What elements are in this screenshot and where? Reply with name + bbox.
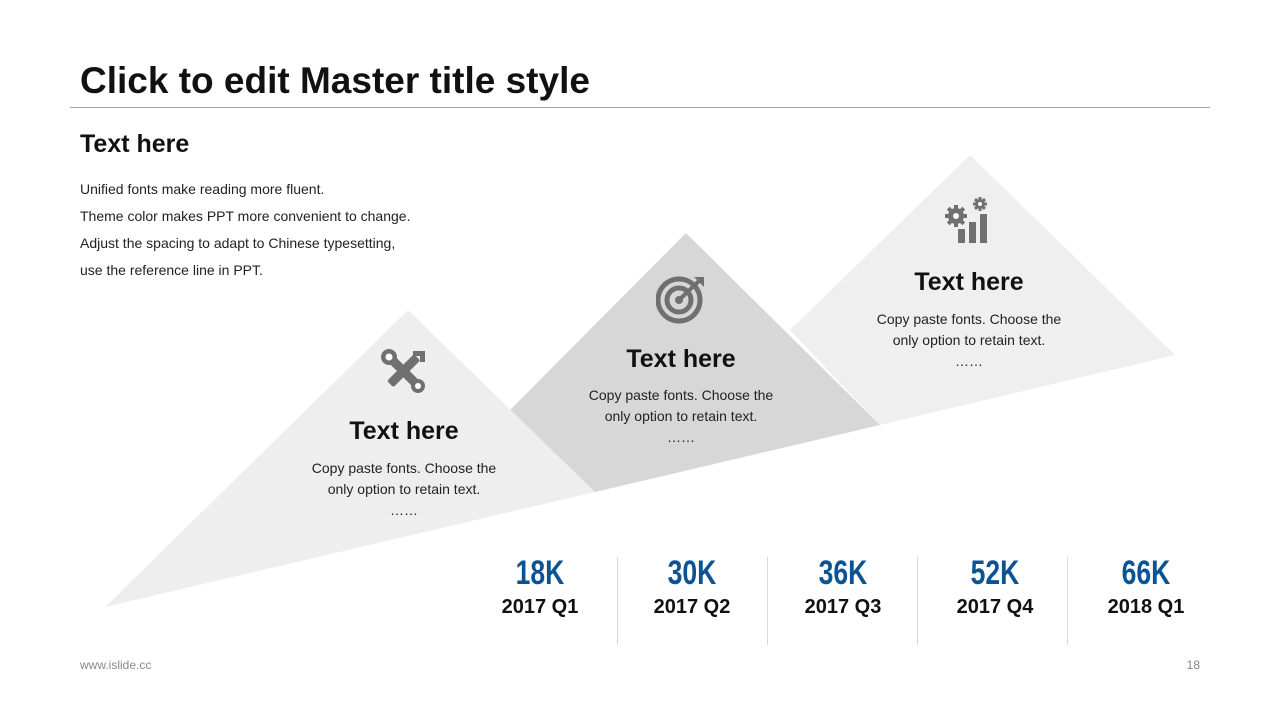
footer-url: www.islide.cc (80, 658, 152, 672)
card-2-text: Copy paste fonts. Choose the only option… (561, 385, 801, 448)
card-1-line: only option to retain text. (327, 481, 481, 497)
stat-q2-2017: 30K 2017 Q2 (617, 553, 767, 619)
card-1-title: Text here (349, 417, 459, 445)
slide-title: Click to edit Master title style (80, 60, 590, 101)
stat-q1-2017: 18K 2017 Q1 (465, 553, 615, 619)
card-1-text: Copy paste fonts. Choose the only option… (284, 458, 524, 521)
card-2-title: Text here (626, 345, 736, 373)
title-divider (70, 107, 1210, 108)
triangle-middle (510, 233, 880, 492)
target-icon (656, 276, 704, 324)
stat-period: 2017 Q4 (956, 596, 1034, 618)
stat-divider (767, 557, 768, 645)
card-3-line: only option to retain text. (892, 332, 1046, 348)
stat-divider (1067, 557, 1068, 645)
stat-value: 36K (818, 554, 868, 592)
stat-value: 52K (970, 554, 1020, 592)
intro-line: Theme color makes PPT more convenient to… (80, 208, 411, 224)
stat-q4-2017: 52K 2017 Q4 (920, 553, 1070, 619)
stat-value: 18K (515, 554, 565, 592)
card-1-line: …… (390, 502, 418, 518)
stat-value: 66K (1121, 554, 1171, 592)
stat-period: 2017 Q2 (653, 596, 731, 618)
card-3-text: Copy paste fonts. Choose the only option… (849, 309, 1089, 372)
stat-period: 2017 Q1 (501, 596, 579, 618)
intro-line: use the reference line in PPT. (80, 262, 263, 278)
card-3-title: Text here (914, 268, 1024, 296)
stat-q1-2018: 66K 2018 Q1 (1071, 553, 1221, 619)
tools-icon (381, 349, 425, 393)
triangle-right (790, 155, 1175, 425)
card-2-line: …… (667, 429, 695, 445)
gear-chart-icon (945, 197, 987, 243)
card-2-line: Copy paste fonts. Choose the (588, 387, 774, 403)
triangle-left (105, 310, 595, 607)
stat-period: 2018 Q1 (1107, 596, 1185, 618)
stat-period: 2017 Q3 (804, 596, 882, 618)
intro-line: Adjust the spacing to adapt to Chinese t… (80, 235, 396, 251)
card-3-line: …… (955, 353, 983, 369)
stat-q3-2017: 36K 2017 Q3 (768, 553, 918, 619)
card-1-line: Copy paste fonts. Choose the (311, 460, 497, 476)
stat-value: 30K (667, 554, 717, 592)
intro-heading: Text here (80, 130, 190, 158)
stat-divider (917, 557, 918, 645)
page-number: 18 (1186, 658, 1200, 672)
card-3-line: Copy paste fonts. Choose the (876, 311, 1062, 327)
card-2-line: only option to retain text. (604, 408, 758, 424)
intro-line: Unified fonts make reading more fluent. (80, 181, 325, 197)
stat-divider (617, 557, 618, 645)
